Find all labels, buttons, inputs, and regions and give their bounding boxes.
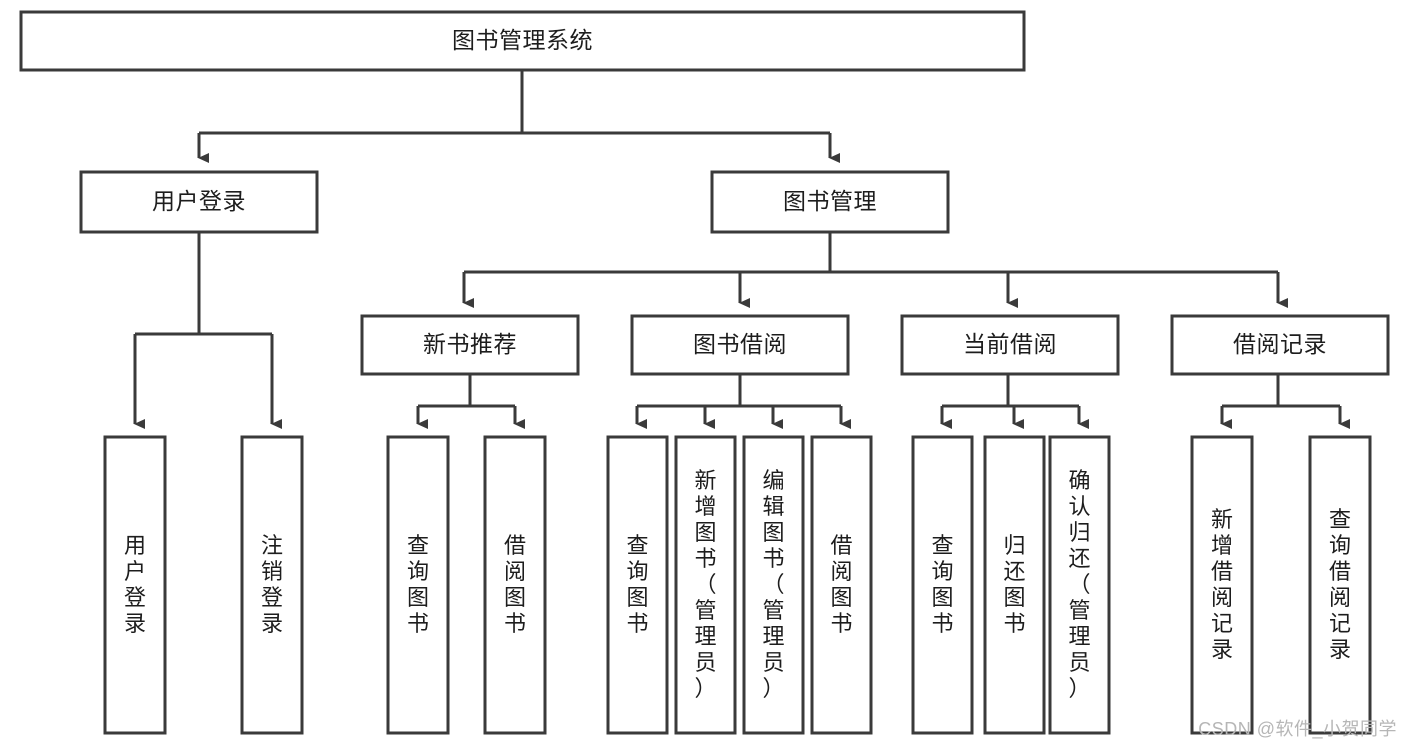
node-box-leaf-borrow-book-1[interactable] [483,435,547,735]
node-box-leaf-query-book-2[interactable] [606,435,669,735]
node-box-new-book-rec[interactable] [360,314,580,376]
node-box-root[interactable] [19,10,1026,72]
node-box-leaf-borrow-book-2[interactable] [810,435,873,735]
node-box-user-login[interactable] [79,170,319,234]
node-box-leaf-return-book[interactable] [983,435,1046,735]
node-box-leaf-add-book[interactable] [674,435,737,735]
node-box-leaf-edit-book[interactable] [742,435,805,735]
node-box-leaf-query-book-1[interactable] [386,435,450,735]
node-box-book-borrow[interactable] [630,314,850,376]
node-box-leaf-query-book-3[interactable] [911,435,974,735]
node-box-leaf-query-record[interactable] [1308,435,1372,735]
watermark-csdn: CSDN @软件_小贺同学 [1198,719,1397,739]
node-box-current-borrow[interactable] [900,314,1120,376]
node-box-leaf-add-record[interactable] [1190,435,1254,735]
node-box-leaf-logout[interactable] [240,435,304,735]
node-box-book-manage[interactable] [710,170,950,234]
node-box-leaf-confirm-return[interactable] [1048,435,1111,735]
node-box-borrow-record[interactable] [1170,314,1390,376]
node-box-leaf-user-login[interactable] [103,435,167,735]
